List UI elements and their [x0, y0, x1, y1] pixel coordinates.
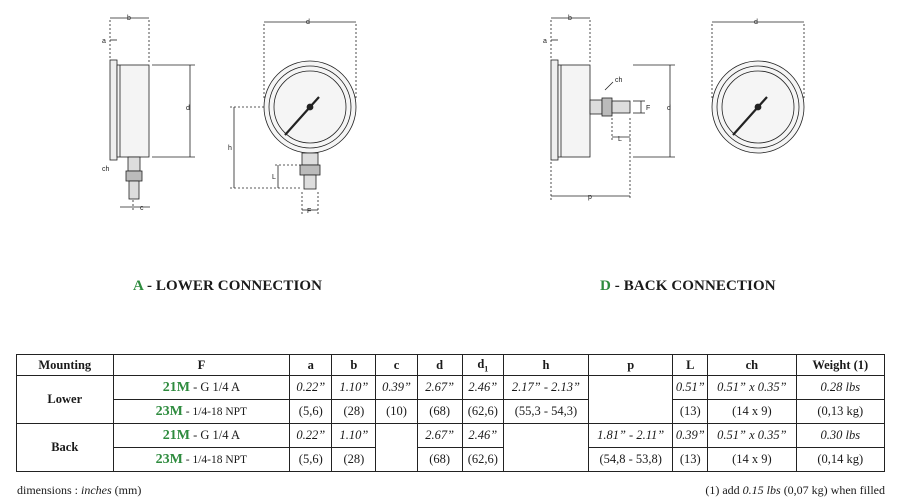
cell-back-p-in: 1.81” - 2.11” — [588, 423, 674, 448]
header-d1-sub: 1 — [484, 364, 489, 374]
cell-back-d1-mm: (62,6) — [461, 447, 504, 472]
cell-lower-c-in: 0.39” — [375, 375, 418, 400]
dim-label-b: b — [127, 15, 131, 22]
cell-back-weight-kg: (0,14 kg) — [795, 447, 886, 472]
back-dim-label-a: a — [543, 38, 547, 45]
back-dim-label-d: d — [754, 19, 758, 26]
cell-lower-ch-in: 0.51” x 0.35” — [707, 375, 797, 400]
back-connection-svg: b a d ch F L p d — [543, 15, 805, 201]
header-F: F — [112, 354, 291, 376]
header-p: p — [588, 354, 674, 376]
table-row-back-2: 23M - 1/4-18 NPT (5,6) (28) (68) (62,6) … — [17, 447, 886, 472]
cell-back-d-mm: (68) — [416, 447, 463, 472]
cell-lower-p-empty — [588, 375, 674, 424]
dimensions-note: dimensions : inches (mm) — [17, 483, 142, 497]
cell-lower-d-in: 2.67” — [416, 375, 463, 400]
table-row-lower-2: 23M - 1/4-18 NPT (5,6) (28) (10) (68) (6… — [17, 399, 886, 424]
dim-label-d1: d — [186, 105, 190, 112]
cell-lower-mounting: Lower — [16, 375, 114, 424]
drawing-lower-connection: b a d ch c d h L F — [90, 10, 410, 220]
back-dim-label-L: L — [618, 136, 622, 143]
cell-back-L-in: 0.39” — [672, 423, 709, 448]
back-dim-label-p: p — [588, 194, 592, 201]
cell-back-ch-in: 0.51” x 0.35” — [707, 423, 797, 448]
header-d1-main: d — [477, 356, 485, 371]
back-dim-label-F: F — [646, 105, 650, 112]
cell-lower-model2: 23M - 1/4-18 NPT — [112, 399, 291, 424]
cell-lower-d-mm: (68) — [416, 399, 463, 424]
cell-back-L-mm: (13) — [672, 447, 709, 472]
cell-back-mounting: Back — [16, 423, 114, 472]
header-ch: ch — [707, 354, 797, 376]
cell-back-model2: 23M - 1/4-18 NPT — [112, 447, 291, 472]
cell-lower-b-in: 1.10” — [331, 375, 377, 400]
cell-back-b-in: 1.10” — [331, 423, 377, 448]
caption-a-separator: - — [143, 278, 156, 294]
cell-lower-weight-kg: (0,13 kg) — [795, 399, 886, 424]
cell-lower-ch-mm: (14 x 9) — [707, 399, 797, 424]
header-weight: Weight (1) — [795, 354, 886, 376]
dim-label-ch: ch — [102, 166, 110, 173]
cell-lower-h-mm: (55,3 - 54,3) — [502, 399, 590, 424]
dim-label-h: h — [228, 145, 232, 152]
cell-back-a-mm: (5,6) — [289, 447, 333, 472]
cell-back-d-in: 2.67” — [416, 423, 463, 448]
table-row-lower-1: Lower 21M - G 1/4 A 0.22” 1.10” 0.39” 2.… — [16, 375, 886, 424]
cell-back-b-mm: (28) — [331, 447, 377, 472]
drawing-back-connection: b a d ch F L p d — [535, 10, 855, 220]
cell-lower-L-mm: (13) — [672, 399, 709, 424]
dim-label-a: a — [102, 38, 106, 45]
cell-lower-h-in: 2.17” - 2.13” — [502, 375, 590, 400]
caption-lower-connection: A - LOWER CONNECTION — [133, 278, 322, 295]
cell-lower-L-in: 0.51” — [672, 375, 709, 400]
caption-back-connection: D - BACK CONNECTION — [600, 278, 776, 295]
cell-back-ch-mm: (14 x 9) — [707, 447, 797, 472]
header-c: c — [375, 354, 418, 376]
cell-lower-a-in: 0.22” — [289, 375, 333, 400]
weight-filled-note: (1) add 0.15 lbs (0,07 kg) when filled — [705, 483, 885, 497]
header-d1: d1 — [461, 354, 504, 376]
header-d: d — [416, 354, 463, 376]
header-mounting: Mounting — [16, 354, 114, 376]
cell-lower-b-mm: (28) — [331, 399, 377, 424]
table-row-back-1: Back 21M - G 1/4 A 0.22” 1.10” 2.67” 2.4… — [16, 423, 886, 472]
header-b: b — [331, 354, 377, 376]
dim-label-c: c — [140, 205, 144, 212]
header-a: a — [289, 354, 333, 376]
cell-lower-d1-in: 2.46” — [461, 375, 504, 400]
dim-label-d: d — [306, 19, 310, 26]
header-L: L — [672, 354, 709, 376]
cell-back-model1: 21M - G 1/4 A — [112, 423, 291, 448]
dim-label-F: F — [307, 208, 311, 215]
cell-lower-weight-in: 0.28 lbs — [795, 375, 886, 400]
header-h: h — [502, 354, 590, 376]
caption-d-separator: - — [610, 278, 624, 294]
caption-a-text: LOWER CONNECTION — [155, 278, 323, 294]
cell-back-weight-in: 0.30 lbs — [795, 423, 886, 448]
caption-a-letter: A — [133, 278, 144, 294]
caption-d-letter: D — [600, 278, 611, 294]
caption-d-text: BACK CONNECTION — [623, 278, 776, 294]
back-dim-label-d1: d — [667, 105, 671, 112]
dimensions-table: Mounting F a b c d d1 h p L ch Weight (1… — [16, 354, 886, 472]
back-dim-label-ch: ch — [615, 77, 623, 84]
cell-back-h-empty — [502, 423, 590, 472]
cell-lower-a-mm: (5,6) — [289, 399, 333, 424]
cell-back-p-mm: (54,8 - 53,8) — [588, 447, 674, 472]
cell-back-a-in: 0.22” — [289, 423, 333, 448]
cell-lower-d1-mm: (62,6) — [461, 399, 504, 424]
lower-connection-svg: b a d ch c d h L F — [102, 15, 357, 215]
dim-label-L: L — [272, 174, 276, 181]
table-header-row: Mounting F a b c d d1 h p L ch Weight (1… — [16, 354, 886, 376]
back-dim-label-b: b — [568, 15, 572, 22]
cell-back-c-empty — [375, 423, 418, 472]
cell-lower-c-mm: (10) — [375, 399, 418, 424]
cell-lower-model1: 21M - G 1/4 A — [112, 375, 291, 400]
cell-back-d1-in: 2.46” — [461, 423, 504, 448]
